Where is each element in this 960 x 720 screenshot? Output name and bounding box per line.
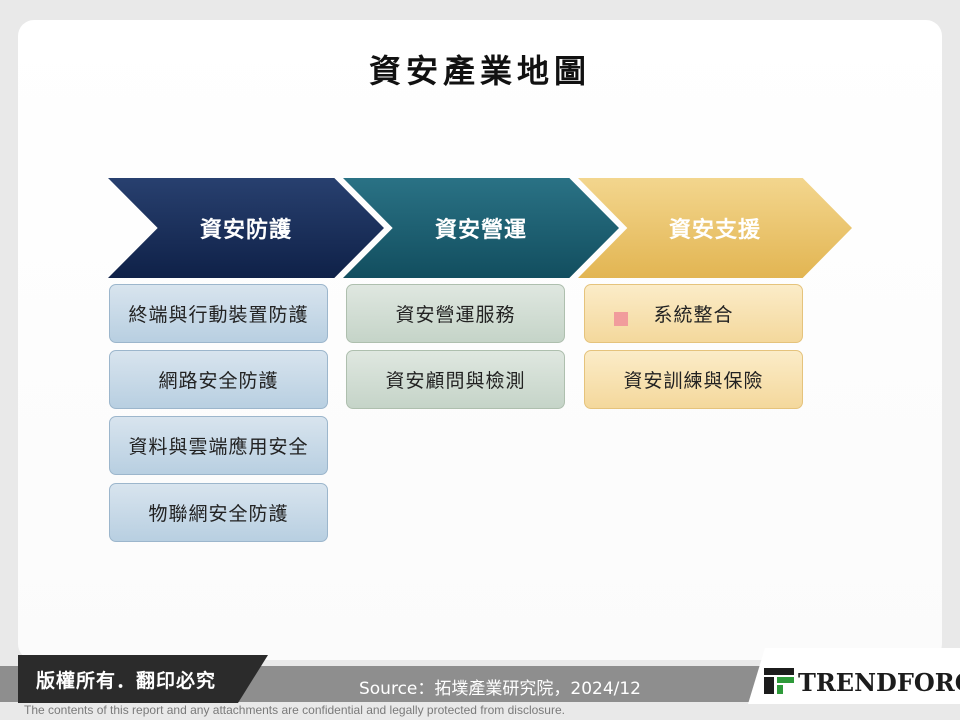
marker-square xyxy=(614,312,628,326)
logo-panel xyxy=(748,648,960,704)
trendforce-logo-icon xyxy=(764,668,794,694)
operations-item-services: 資安營運服務 xyxy=(346,284,565,343)
source-text: Source：拓墣產業研究院，2024/12 xyxy=(358,679,641,699)
protection-item-network: 網路安全防護 xyxy=(109,350,328,409)
support-item-training-insurance: 資安訓練與保險 xyxy=(584,350,803,409)
copyright-label: 版權所有．翻印必究 xyxy=(18,655,268,703)
chevron-operations: 資安營運 xyxy=(343,178,619,278)
operations-item-consulting: 資安顧問與檢測 xyxy=(346,350,565,409)
brand-name: TRENDFORCE xyxy=(798,668,960,697)
protection-item-data-cloud: 資料與雲端應用安全 xyxy=(109,416,328,475)
page-title: 資安產業地圖 xyxy=(368,52,591,90)
protection-item-endpoint: 終端與行動裝置防護 xyxy=(109,284,328,343)
protection-item-iot: 物聯網安全防護 xyxy=(109,483,328,542)
disclaimer-text: The contents of this report and any atta… xyxy=(24,703,565,717)
